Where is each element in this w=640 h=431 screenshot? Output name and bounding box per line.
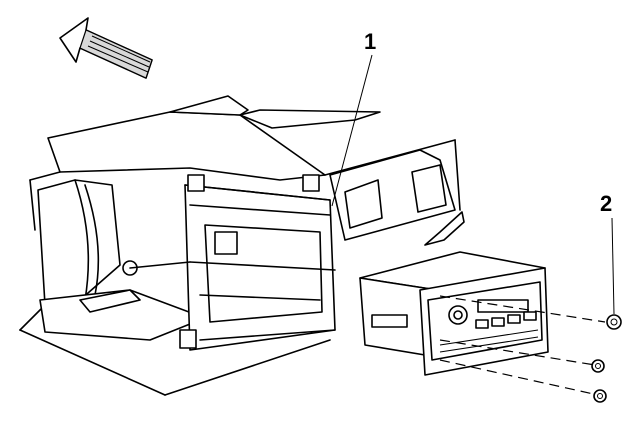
- radio-unit: [359, 251, 549, 376]
- radio-screw: [606, 314, 622, 330]
- radio-mounting-bracket: [122, 174, 336, 351]
- callout-label-1: 1: [364, 29, 377, 54]
- callout-1-leader: [331, 54, 373, 207]
- screw-alignment-line: [439, 295, 606, 323]
- radio-screw: [593, 389, 607, 403]
- callout-2-leader: [611, 217, 615, 315]
- screw-alignment-line: [439, 339, 596, 366]
- instrument-panel-carrier: [19, 95, 465, 396]
- radio-screw: [591, 359, 605, 373]
- callout-label-2: 2: [600, 191, 613, 216]
- screw-alignment-line: [439, 359, 599, 396]
- forward-arrow-icon: [59, 17, 153, 79]
